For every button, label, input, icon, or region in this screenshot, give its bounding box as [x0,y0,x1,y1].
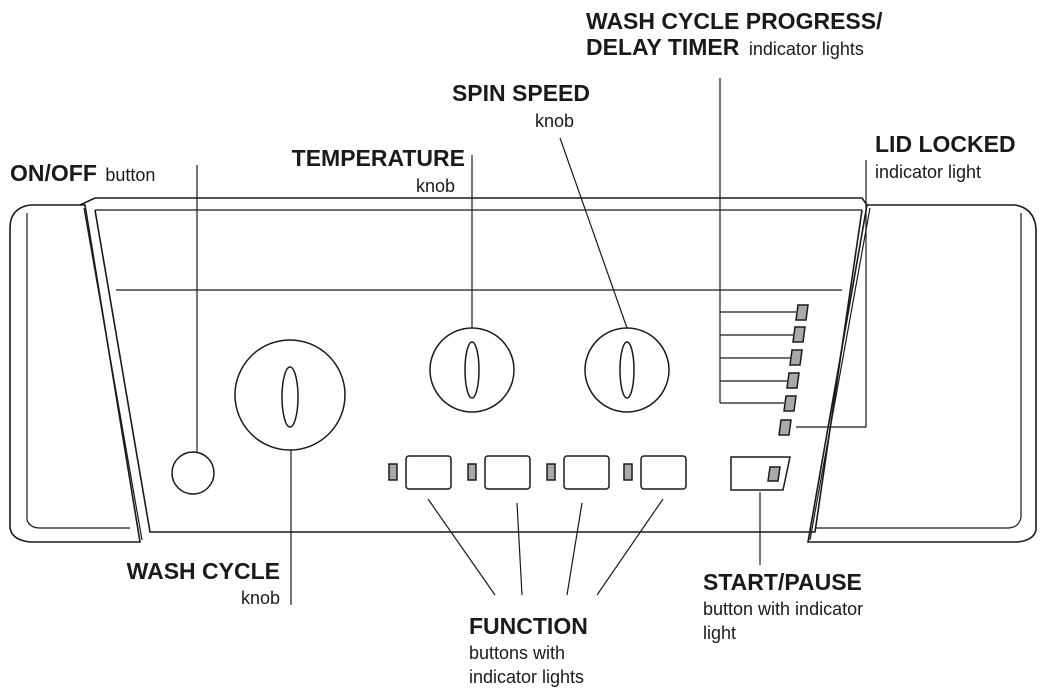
temperature-label-desc: knob [416,176,455,196]
on-off-label-desc: button [105,165,155,185]
lid-locked-label: LID LOCKED [875,131,1016,157]
left-end-cap [9,204,141,543]
on-off-label: ON/OFF button [10,160,155,186]
function-indicator-light [388,463,398,481]
function-label: FUNCTION [469,613,588,639]
knob-grip-icon [619,341,635,399]
knob-grip-icon [281,366,299,428]
function-button[interactable] [484,455,531,490]
function-indicator-light [546,463,556,481]
start-pause-indicator-light [767,466,781,482]
temperature-label: TEMPERATURE [292,145,465,171]
wash-cycle-label: WASH CYCLE [127,558,280,584]
right-end-cap [807,204,1037,543]
spin-speed-knob[interactable] [584,327,670,413]
function-button[interactable] [640,455,687,490]
progress-light [786,372,800,389]
progress-light [795,304,809,321]
spin-speed-label-desc: knob [535,111,574,131]
panel-face-outline [94,209,863,533]
temperature-knob[interactable] [429,327,515,413]
function-button[interactable] [563,455,610,490]
progress-label-line2: DELAY TIMER indicator lights [586,34,864,60]
right-end-cap-inner [815,213,1022,529]
start-pause-label-line2: light [703,623,736,643]
function-indicator-light [623,463,633,481]
panel-side-bevels [83,207,871,541]
left-end-cap-inner [26,213,130,529]
lid-locked-light [778,419,792,436]
progress-label-line1: WASH CYCLE PROGRESS/ [586,8,883,34]
start-pause-button[interactable] [730,456,791,491]
function-button[interactable] [405,455,452,490]
progress-light [783,395,797,412]
progress-label-desc: indicator lights [749,39,864,59]
on-off-button[interactable] [171,451,215,495]
function-indicator-light [467,463,477,481]
panel-top-edge [79,197,868,206]
function-label-line1: buttons with [469,643,565,663]
wash-cycle-knob[interactable] [234,339,346,451]
progress-light [792,326,806,343]
on-off-label-bold: ON/OFF [10,160,97,186]
start-pause-label-line1: button with indicator [703,599,863,619]
function-label-line2: indicator lights [469,667,584,687]
knob-grip-icon [464,341,480,399]
progress-indicator-lights [783,304,809,412]
spin-speed-label: SPIN SPEED [452,80,590,106]
start-pause-label: START/PAUSE [703,569,862,595]
progress-light [789,349,803,366]
wash-cycle-label-desc: knob [241,588,280,608]
function-buttons [388,455,687,490]
leader-lines [196,78,867,605]
progress-label-bold: DELAY TIMER [586,34,740,60]
control-panel [9,197,1037,543]
lid-locked-label-desc: indicator light [875,162,981,182]
